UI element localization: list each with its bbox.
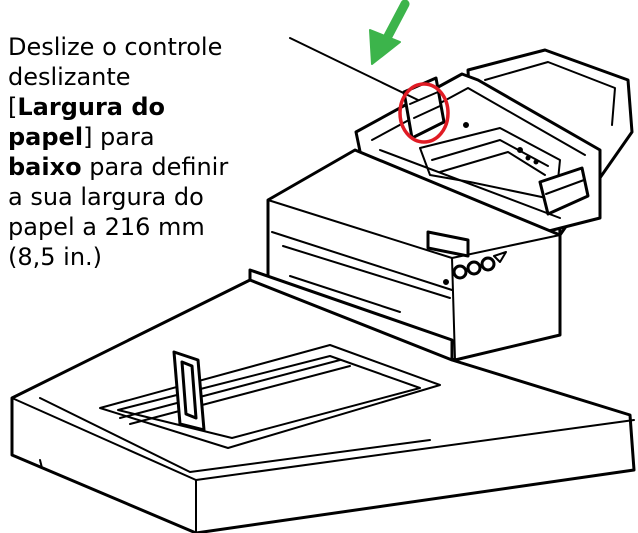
caption-line-6: a sua largura do <box>8 183 204 211</box>
caption-line-2: deslizante <box>8 63 131 91</box>
caption-line-8: (8,5 in.) <box>8 243 103 271</box>
caption-line-5: baixo para definir <box>8 153 229 181</box>
caption-line-1: Deslize o controle <box>8 33 223 61</box>
caption-direction: baixo <box>8 153 82 181</box>
caption-control-name-2: papel <box>8 123 84 151</box>
flatbed-base <box>10 278 636 533</box>
down-left-arrow-icon <box>369 0 410 65</box>
highlight-circle-icon <box>398 82 450 144</box>
caption-line-7: papel a 216 mm <box>8 213 205 241</box>
caption-control-name: Largura do <box>17 93 166 121</box>
leader-line <box>289 37 419 101</box>
caption-line-4: papel] para <box>8 123 155 151</box>
caption-line-3: [Largura do <box>8 93 166 121</box>
instruction-caption: Deslize o controle deslizante [Largura d… <box>8 32 273 272</box>
